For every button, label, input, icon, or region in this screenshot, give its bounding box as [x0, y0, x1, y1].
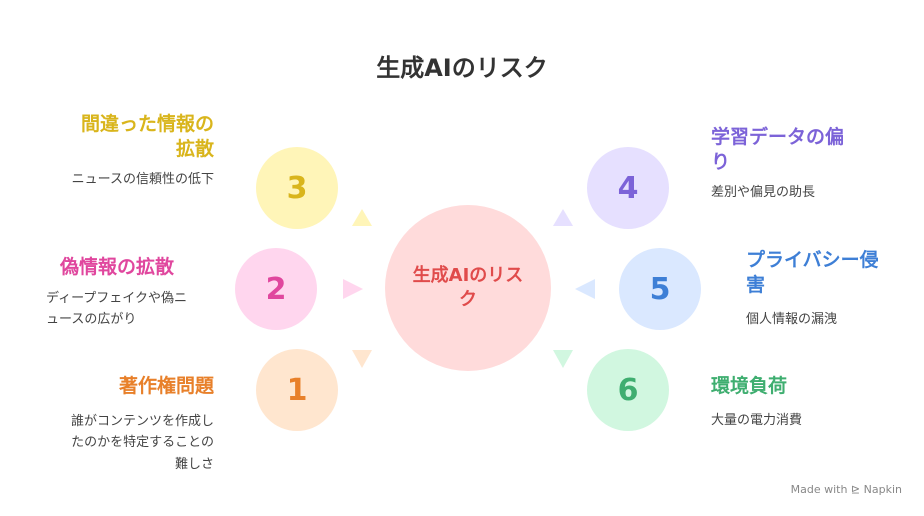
- node-4-description: 差別や偏見の助長: [711, 185, 816, 200]
- node-4-circle: 4: [587, 147, 669, 229]
- node-4-heading: 学習データの偏り: [711, 126, 845, 173]
- node-1-circle: 1: [256, 349, 338, 431]
- node-1-heading: 著作権問題: [118, 375, 214, 397]
- node-5-number: 5: [649, 271, 671, 307]
- arrow-node-6-icon: [553, 350, 573, 368]
- node-2-circle: 2: [235, 248, 317, 330]
- node-6-heading: 環境負荷: [711, 375, 788, 397]
- node-6-circle: 6: [587, 349, 669, 431]
- node-2-description: ディープフェイクや偽ニュースの広がり: [46, 291, 188, 328]
- node-1-number: 1: [286, 372, 308, 408]
- arrow-node-1-icon: [352, 350, 372, 368]
- node-2-number: 2: [265, 271, 287, 307]
- node-3-number: 3: [286, 170, 308, 206]
- arrow-node-5-icon: [575, 279, 595, 299]
- node-5-description: 個人情報の漏洩: [746, 312, 838, 327]
- node-6-number: 6: [617, 372, 639, 408]
- node-1-description: 誰がコンテンツを作成したのかを特定することの難しさ: [70, 414, 214, 472]
- center-circle: 生成AIのリスク: [385, 205, 551, 371]
- node-2-heading: 偽情報の拡散: [60, 256, 175, 278]
- node-5-circle: 5: [619, 248, 701, 330]
- node-3-heading: 間違った情報の拡散: [80, 113, 214, 160]
- arrow-node-4-icon: [553, 209, 573, 226]
- napkin-watermark: Made with ⊵ Napkin: [790, 483, 902, 496]
- node-3-circle: 3: [256, 147, 338, 229]
- node-5-heading: プライバシー侵害: [746, 249, 879, 296]
- node-4-number: 4: [617, 170, 639, 206]
- node-6-description: 大量の電力消費: [711, 413, 803, 428]
- node-3-description: ニュースの信頼性の低下: [71, 172, 214, 187]
- center-label: 生成AIのリスク: [412, 264, 524, 310]
- arrow-node-3-icon: [352, 209, 372, 226]
- page-title: 生成AIのリスク: [376, 54, 548, 82]
- arrow-node-2-icon: [343, 279, 363, 299]
